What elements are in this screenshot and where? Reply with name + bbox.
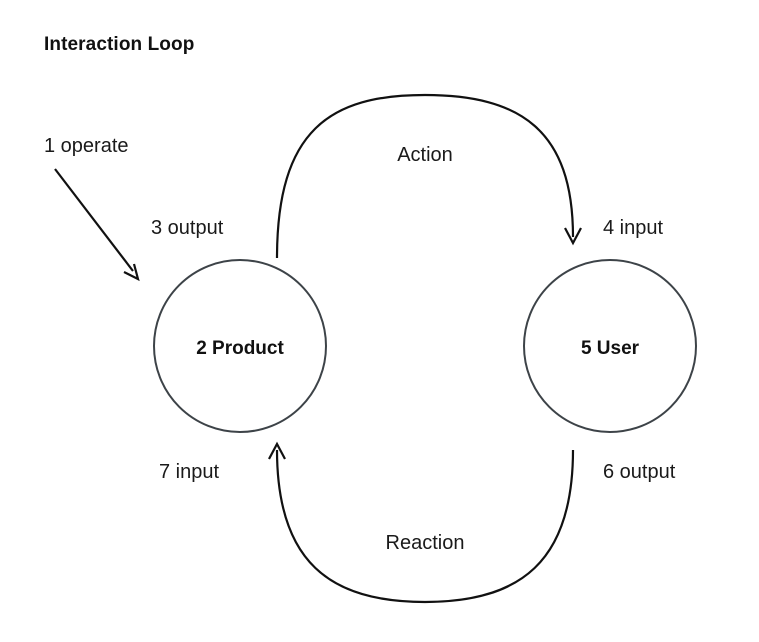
operate-arrow-shaft <box>54 168 134 272</box>
port-label-user-input: 4 input <box>603 217 663 239</box>
edge-label-operate: 1 operate <box>44 135 129 157</box>
edge-label-action: Action <box>397 144 453 166</box>
port-label-product-output: 3 output <box>151 217 224 239</box>
edge-reaction <box>268 441 575 604</box>
action-arrow-head <box>564 227 582 246</box>
node-user[interactable]: 5 User <box>523 259 697 433</box>
action-arc <box>275 93 575 259</box>
node-product[interactable]: 2 Product <box>153 259 327 433</box>
reaction-arrow-head <box>268 441 286 460</box>
product-circle[interactable] <box>153 259 327 433</box>
edge-label-reaction: Reaction <box>386 532 465 554</box>
node-label-product: 2 Product <box>196 338 284 359</box>
edge-operate <box>54 168 140 282</box>
reaction-arc <box>275 449 575 604</box>
port-label-user-output: 6 output <box>603 461 676 483</box>
port-label-product-input: 7 input <box>159 461 219 483</box>
node-label-user: 5 User <box>581 338 640 359</box>
edge-action <box>275 93 582 259</box>
page-title: Interaction Loop <box>44 34 195 55</box>
user-circle[interactable] <box>523 259 697 433</box>
operate-arrow-head <box>123 263 140 282</box>
